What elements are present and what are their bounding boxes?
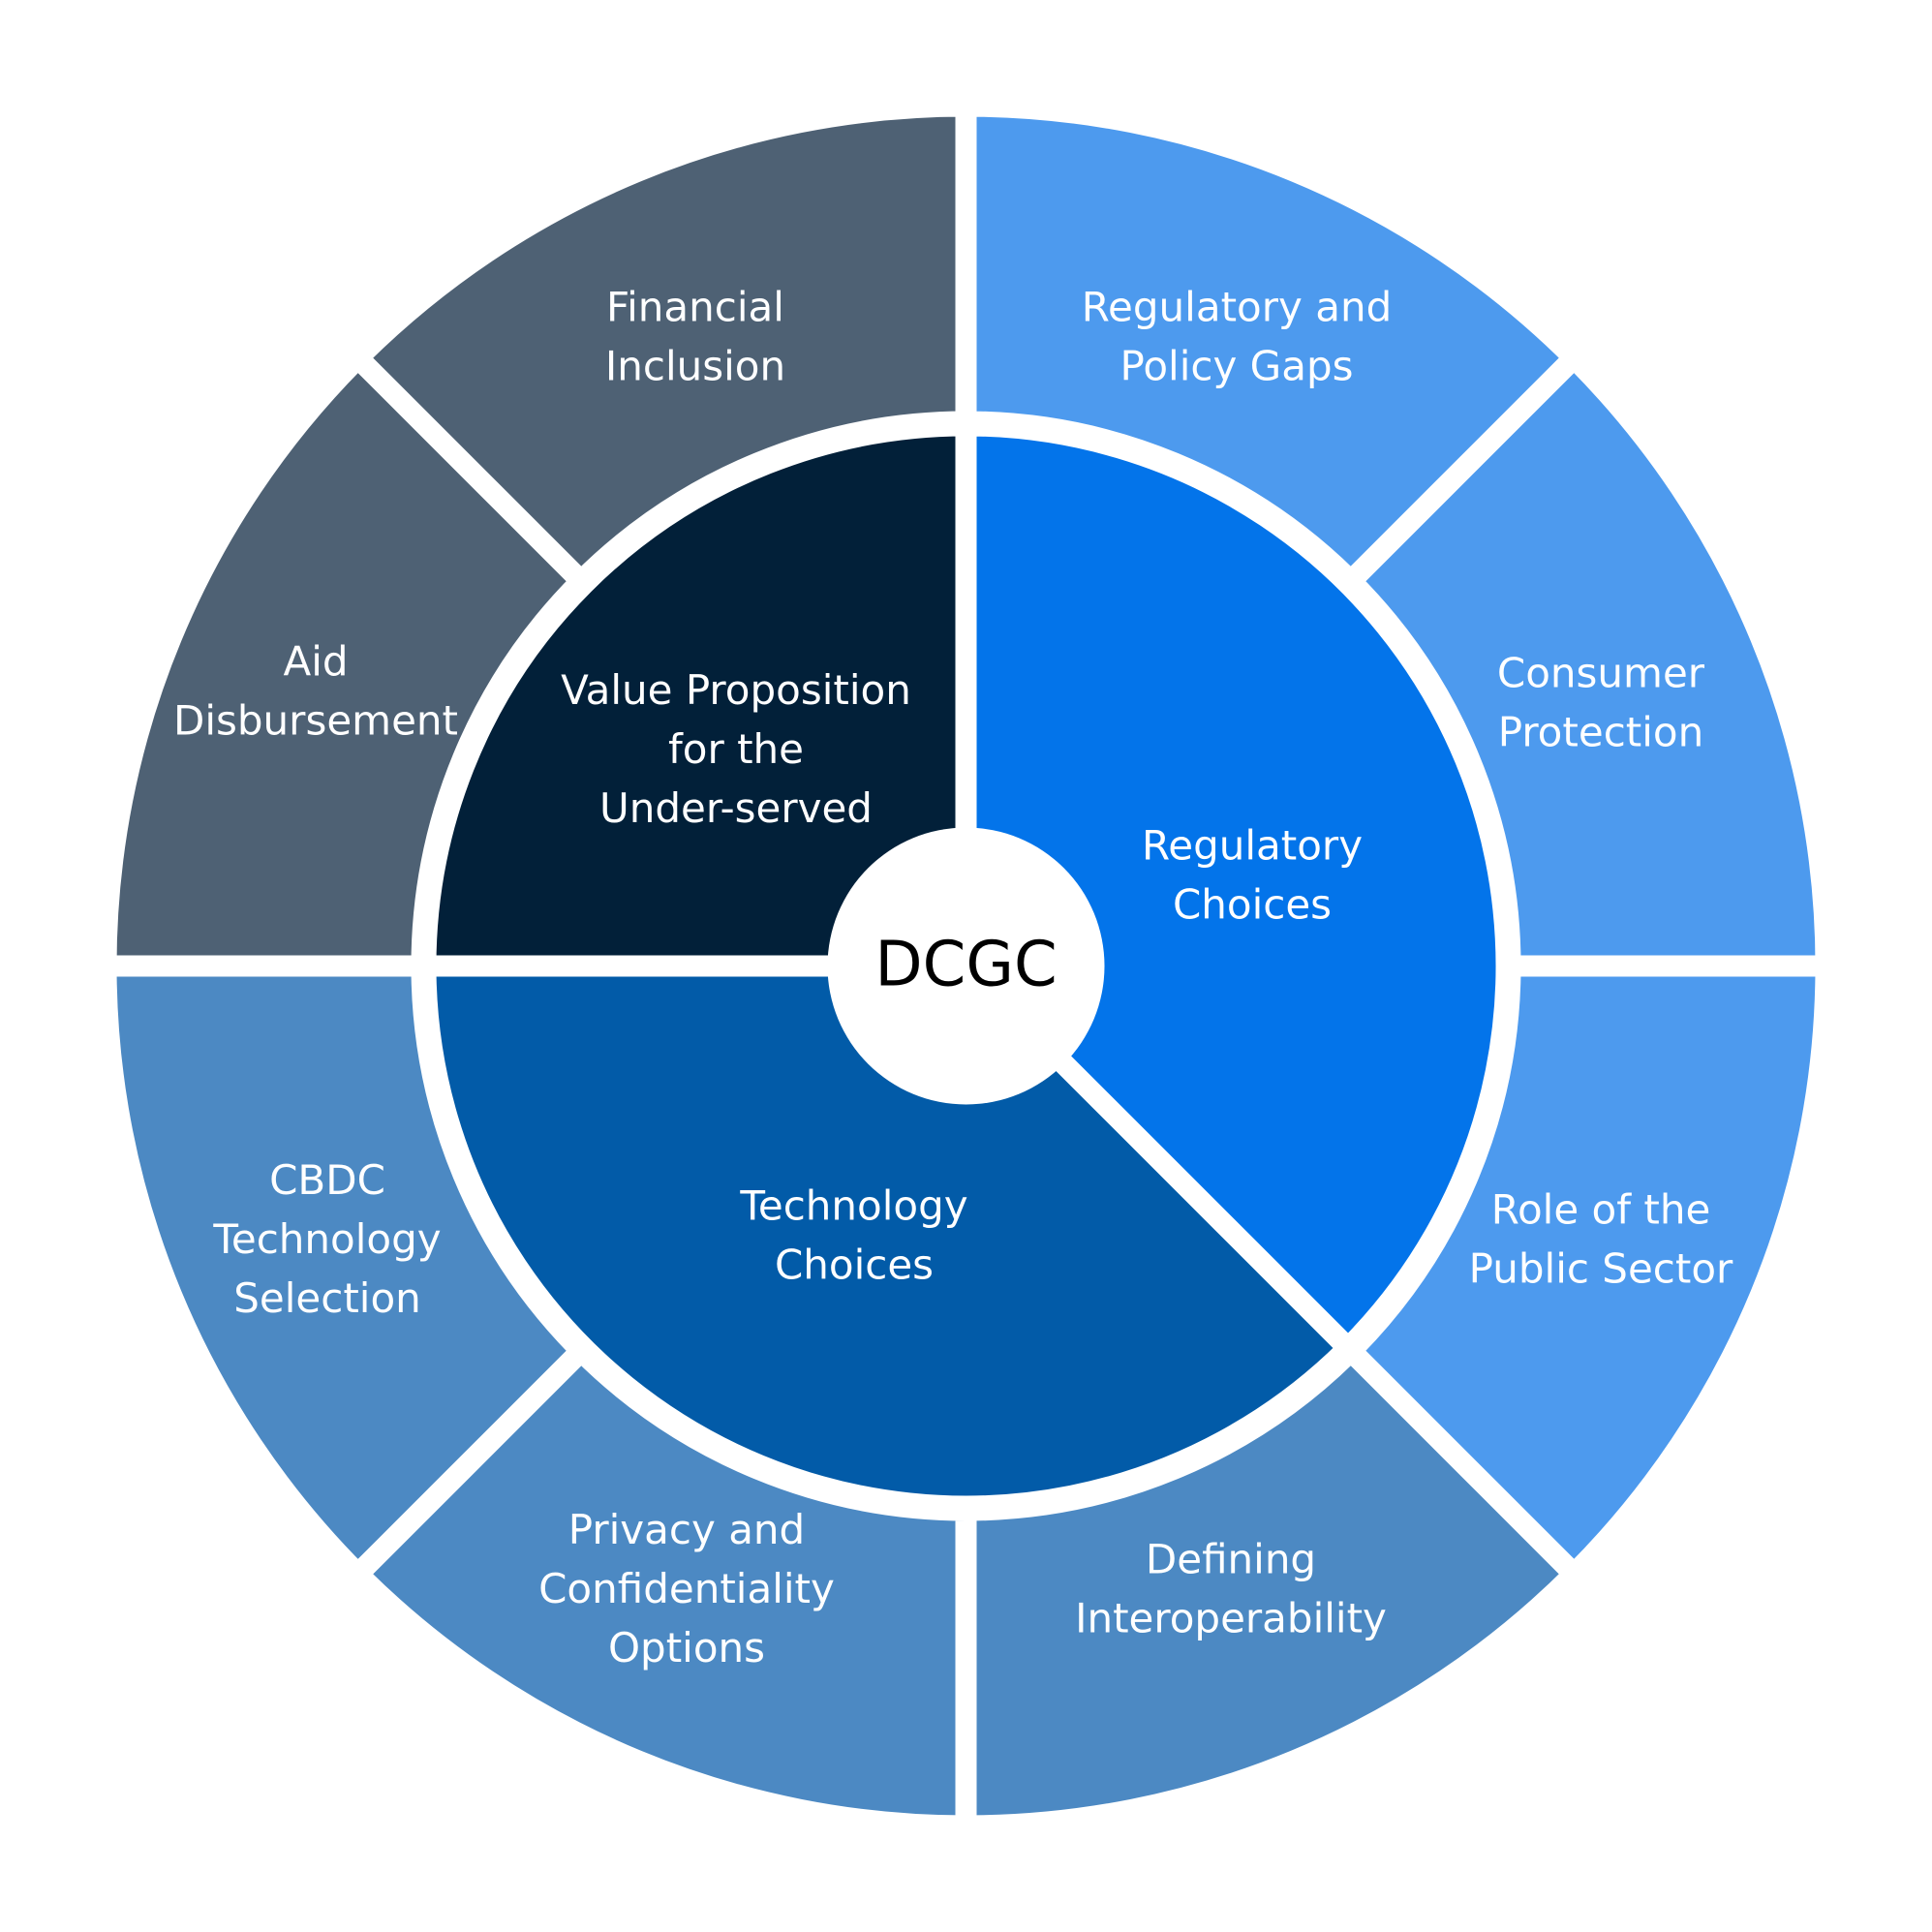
outer-segment-cbdc-technology-selection-label-line: CBDC — [269, 1156, 385, 1204]
inner-segment-technology-choices — [414, 955, 1364, 1518]
outer-segment-aid-disbursement-label-line: Disbursement — [173, 696, 458, 744]
inner-segment-value-proposition-label-line: for the — [668, 725, 804, 773]
outer-segment-privacy-confidentiality-label-line: Options — [608, 1624, 765, 1671]
outer-segment-privacy-confidentiality-label-line: Confidentiality — [538, 1565, 835, 1612]
outer-segment-consumer-protection-label-line: Consumer — [1497, 649, 1705, 696]
outer-segment-privacy-confidentiality-label-line: Privacy and — [568, 1506, 805, 1553]
inner-segment-regulatory-choices — [955, 414, 1518, 1364]
center-label: DCGC — [874, 930, 1057, 1001]
inner-segment-value-proposition — [414, 414, 977, 977]
outer-segment-role-public-sector-label-line: Role of the — [1491, 1185, 1711, 1233]
center-circle — [827, 827, 1105, 1105]
outer-segment-financial-inclusion-label-line: Financial — [606, 283, 784, 330]
outer-segment-cbdc-technology-selection-label-line: Technology — [212, 1215, 441, 1263]
outer-segment-regulatory-policy-gaps-label-line: Policy Gaps — [1120, 342, 1354, 389]
inner-segment-value-proposition-label-line: Value Proposition — [561, 666, 911, 714]
outer-segment-defining-interoperability-label-line: Interoperability — [1075, 1594, 1387, 1641]
outer-segment-role-public-sector-label-line: Public Sector — [1469, 1244, 1733, 1292]
outer-segment-consumer-protection-label-line: Protection — [1498, 708, 1703, 755]
inner-segment-regulatory-choices-label-line: Regulatory — [1142, 821, 1363, 869]
inner-segment-value-proposition-label-line: Under-served — [599, 784, 873, 832]
outer-segment-defining-interoperability-label-line: Defining — [1146, 1535, 1316, 1582]
center-hub: DCGC — [827, 827, 1105, 1105]
outer-segment-aid-disbursement-label-line: Aid — [283, 637, 348, 685]
inner-segment-technology-choices-label-line: Technology — [739, 1181, 967, 1229]
outer-segment-cbdc-technology-selection-label-line: Selection — [233, 1274, 421, 1322]
inner-segment-regulatory-choices-label-line: Choices — [1173, 880, 1332, 928]
outer-segment-financial-inclusion-label-line: Inclusion — [605, 342, 785, 389]
outer-segment-regulatory-policy-gaps-label-line: Regulatory and — [1082, 283, 1392, 330]
inner-segment-technology-choices-label-line: Choices — [775, 1241, 934, 1288]
